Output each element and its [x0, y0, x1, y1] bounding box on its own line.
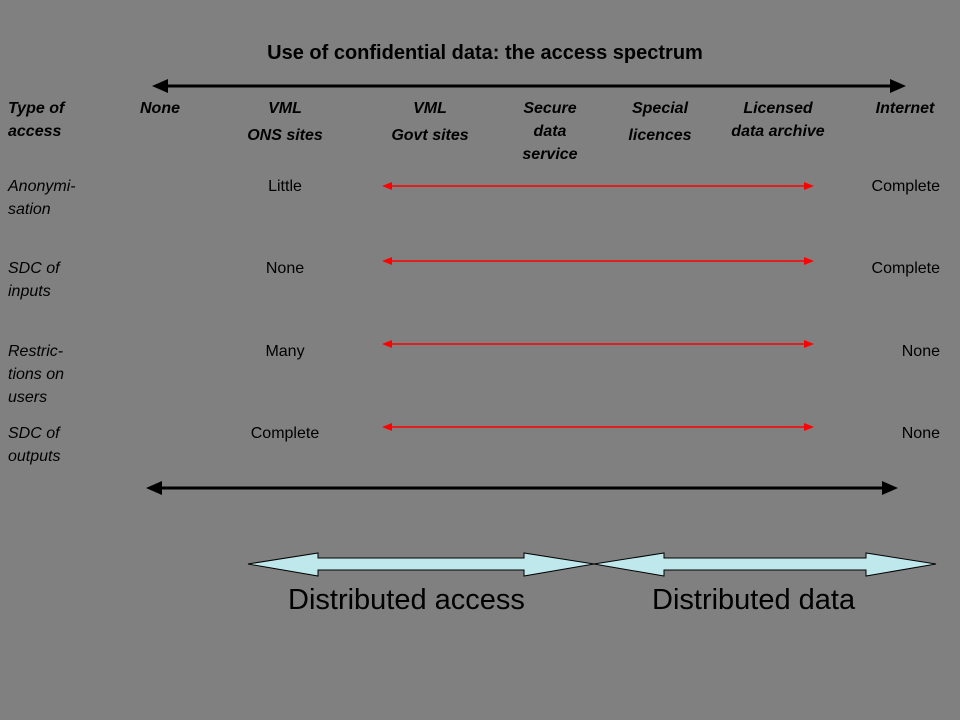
red-arrow-row-1	[382, 182, 814, 190]
row-label-anonymisation: Anonymi-sation	[8, 178, 76, 218]
row-3-right-value: None	[901, 343, 940, 360]
row-1-right-value: Complete	[871, 178, 940, 195]
top-spectrum-arrow	[152, 79, 906, 93]
bottom-spectrum-arrow	[146, 481, 898, 495]
slide-title: Use of confidential data: the access spe…	[267, 42, 703, 64]
row-4-right-value: None	[901, 425, 940, 442]
column-header-internet: Internet	[875, 100, 935, 117]
red-arrow-row-4	[382, 423, 814, 431]
column-header-secure-data-service: Secure data service	[522, 100, 578, 163]
column-header-special-licences: Special licences	[628, 100, 692, 144]
column-header-licensed-data-archive: Licensed data archive	[731, 100, 825, 140]
row-2-right-value: Complete	[871, 260, 940, 277]
row-4-left-value: Complete	[250, 425, 320, 442]
distributed-data-label: Distributed data	[652, 584, 856, 616]
row-label-sdc-inputs: SDC of inputs	[8, 260, 60, 300]
row-label-sdc-outputs: SDC of outputs	[8, 425, 61, 465]
distributed-access-label: Distributed access	[288, 584, 525, 616]
red-arrow-row-3	[382, 340, 814, 348]
column-header-vml-ons: VML ONS sites	[247, 100, 323, 144]
column-header-vml-govt: VML Govt sites	[391, 100, 469, 144]
row-1-left-value: Little	[268, 178, 302, 195]
row-label-restrictions-users: Restric-tions on users	[8, 343, 65, 406]
row-3-left-value: Many	[265, 343, 305, 360]
red-arrow-row-2	[382, 257, 814, 265]
row-2-left-value: None	[265, 260, 305, 277]
column-header-none: None	[140, 100, 180, 117]
distributed-data-arrow	[593, 552, 937, 577]
type-of-access-label: Type of access	[8, 100, 65, 140]
distributed-access-arrow	[247, 552, 595, 577]
